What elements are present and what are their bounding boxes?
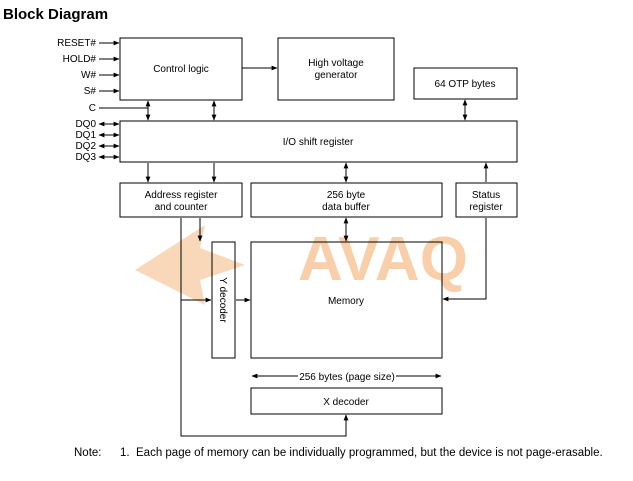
data-buffer-label-1: 256 byte bbox=[327, 190, 366, 201]
x-decoder-box bbox=[250, 387, 443, 415]
memory-label: Memory bbox=[328, 296, 364, 307]
note-text: Each page of memory can be individually … bbox=[136, 447, 603, 459]
status-register-label-2: register bbox=[469, 202, 503, 213]
signal-reset-label: RESET# bbox=[57, 38, 96, 49]
high-voltage-generator-box bbox=[277, 37, 395, 101]
note-tag: Note: bbox=[74, 447, 102, 459]
control-logic-label: Control logic bbox=[153, 64, 209, 75]
x-decoder-label: X decoder bbox=[323, 397, 369, 408]
y-decoder-label: Y decoder bbox=[217, 277, 228, 323]
note-number: 1. bbox=[120, 447, 130, 459]
signal-hold-label: HOLD# bbox=[63, 54, 97, 65]
y-decoder-box bbox=[211, 241, 236, 359]
watermark-logo: AVAQ bbox=[135, 225, 468, 305]
hv-gen-label-1: High voltage bbox=[308, 58, 364, 69]
io-shift-label: I/O shift register bbox=[283, 137, 354, 148]
signal-dq2-label: DQ2 bbox=[75, 141, 96, 152]
hv-gen-label-2: generator bbox=[315, 70, 358, 81]
data-buffer-box bbox=[250, 182, 443, 218]
control-logic-box bbox=[119, 37, 243, 101]
status-register-box bbox=[455, 182, 518, 218]
page-size-label: 256 bytes (page size) bbox=[299, 372, 395, 383]
address-register-box bbox=[119, 182, 243, 218]
signal-dq3-label: DQ3 bbox=[75, 152, 96, 163]
data-buffer-label-2: data buffer bbox=[322, 202, 370, 213]
signal-dq0-label: DQ0 bbox=[75, 119, 96, 130]
signal-w-label: W# bbox=[81, 70, 96, 81]
page-title: Block Diagram bbox=[3, 6, 109, 23]
memory-status-line bbox=[442, 218, 487, 302]
status-register-label-1: Status bbox=[472, 190, 500, 201]
address-to-xdecoder-line bbox=[180, 218, 349, 437]
signal-c-label: C bbox=[89, 103, 96, 114]
address-register-label-2: and counter bbox=[155, 202, 208, 213]
watermark-text: AVAQ bbox=[298, 225, 468, 294]
io-shift-register-box bbox=[119, 120, 518, 163]
signal-s-label: S# bbox=[84, 86, 97, 97]
signal-dq1-label: DQ1 bbox=[75, 130, 96, 141]
otp-box bbox=[413, 67, 518, 100]
address-register-label-1: Address register bbox=[145, 190, 218, 201]
memory-box bbox=[250, 241, 443, 359]
otp-label: 64 OTP bytes bbox=[435, 79, 496, 90]
